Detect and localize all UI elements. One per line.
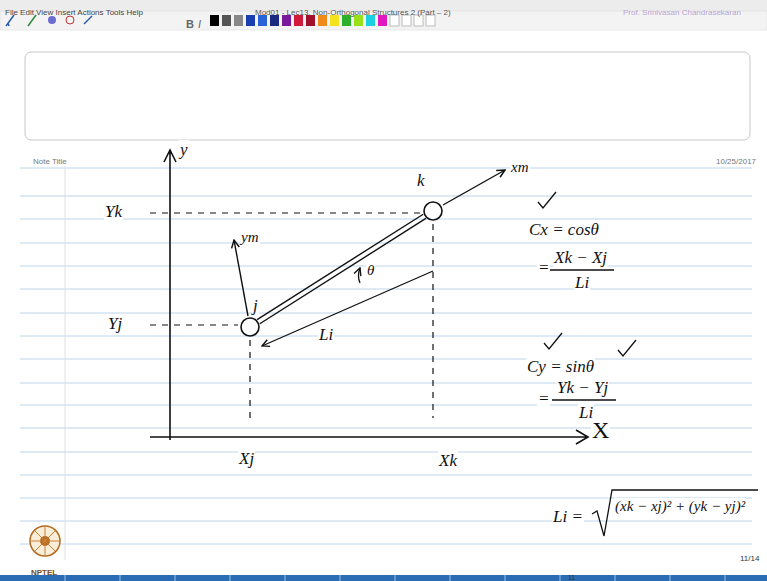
nptel-logo — [30, 526, 60, 556]
joint-label: j — [252, 296, 259, 315]
bold-button: B — [186, 18, 194, 30]
length-label: Li — [318, 325, 334, 344]
status-bar — [0, 575, 767, 581]
equation: = — [537, 389, 550, 408]
equation: Cx = cosθ — [528, 220, 600, 239]
page-number: 11/14 — [740, 554, 759, 563]
coordinate-label: Yj — [107, 315, 123, 333]
fraction-denominator: Li — [578, 403, 594, 422]
menu-text: File Edit View Insert Actions Tools Help — [5, 8, 143, 17]
joint-label: k — [416, 171, 426, 190]
axis-label: y — [179, 140, 189, 159]
truss-member — [257, 214, 426, 324]
y-axis — [164, 150, 176, 440]
joint-circle: j — [240, 317, 260, 337]
angle-label: θ — [366, 261, 375, 279]
joint-circle-outline — [424, 202, 442, 220]
local-x-arrow — [443, 170, 505, 205]
ruled-lines — [20, 168, 752, 544]
coordinate-label: Yj — [107, 314, 123, 333]
local-axis-label: ym — [240, 228, 260, 246]
page-index: 11 — [568, 566, 575, 581]
italic-button: I — [198, 14, 201, 32]
angle-arrow — [359, 268, 361, 283]
fraction-numerator: Yk − Yj — [556, 379, 609, 397]
author-name: Prof. Srinivasan Chandrasekaran — [623, 1, 741, 19]
equation: Cx = cosθ — [528, 221, 600, 239]
joint-outline — [423, 201, 443, 221]
bold-button: B — [186, 14, 194, 32]
coordinate-label: Xk — [438, 452, 458, 470]
fraction-denominator: Li — [578, 404, 594, 422]
local-axis-label: ym — [240, 229, 260, 245]
local-axis-label: xm — [510, 159, 530, 175]
note-title: Note Title — [33, 157, 67, 166]
axis-label: y — [179, 141, 189, 159]
projection-dashes — [150, 213, 433, 418]
equation: = — [537, 258, 550, 277]
joint-label-slot: j — [252, 297, 259, 315]
square-root-sign — [592, 490, 758, 536]
page-index: 11 — [568, 574, 575, 581]
equation: = — [537, 259, 550, 277]
coordinate-label: Xk — [438, 451, 458, 470]
joint-outline — [240, 317, 260, 337]
length-dimension — [262, 271, 433, 346]
x-axis — [150, 430, 588, 444]
equation: Cy = sinθ — [526, 357, 595, 376]
note-date: 10/25/2017 — [716, 150, 756, 168]
member-line — [257, 214, 423, 319]
menu-text: File Edit View Insert Actions Tools Help — [5, 1, 143, 19]
status-dividers — [65, 575, 725, 581]
equation: Li = — [552, 508, 584, 526]
joint-circle: k — [423, 201, 443, 221]
note-date: 10/25/2017 — [716, 157, 756, 166]
window-title: Mod01 - Lec13, Non-Orthogonal Structures… — [255, 1, 451, 19]
logo-text: NPTEL — [31, 561, 57, 579]
fraction-denominator: Li — [574, 274, 590, 292]
note-title: Note Title — [33, 150, 67, 168]
fraction-numerator: Xk − Xj — [553, 248, 608, 267]
equation: (xk − xj)² + (yk − yj)² — [614, 498, 746, 514]
equation: (xk − xj)² + (yk − yj)² — [614, 497, 746, 515]
joint-circle-outline — [241, 318, 259, 336]
author-name: Prof. Srinivasan Chandrasekaran — [623, 8, 741, 17]
angle-label: θ — [366, 262, 375, 278]
coordinate-label: Yk — [104, 202, 123, 221]
window-title: Mod01 - Lec13, Non-Orthogonal Structures… — [255, 8, 451, 17]
fraction-numerator: Yk − Yj — [556, 378, 609, 397]
fraction-numerator: Xk − Xj — [553, 249, 608, 267]
page-number: 11/14 — [740, 547, 759, 565]
fraction-bars — [550, 270, 616, 400]
coordinate-label: Xj — [238, 450, 255, 468]
length-label: Li — [318, 326, 334, 344]
coordinate-label: Xj — [238, 449, 255, 468]
fraction-denominator: Li — [574, 273, 590, 292]
coordinate-label: Yk — [104, 203, 123, 221]
local-y-arrow — [234, 240, 248, 316]
logo-text: NPTEL — [31, 568, 57, 577]
local-axis-label: xm — [510, 158, 530, 176]
italic-button: I — [198, 18, 201, 30]
check-marks — [538, 192, 636, 356]
equation: Cy = sinθ — [526, 358, 595, 376]
joint-label-slot: k — [416, 172, 426, 190]
note-title-box — [25, 52, 750, 140]
member-line — [260, 218, 426, 323]
margin-line — [65, 160, 66, 560]
equation: Li = — [552, 507, 584, 526]
equation: = — [537, 390, 550, 408]
